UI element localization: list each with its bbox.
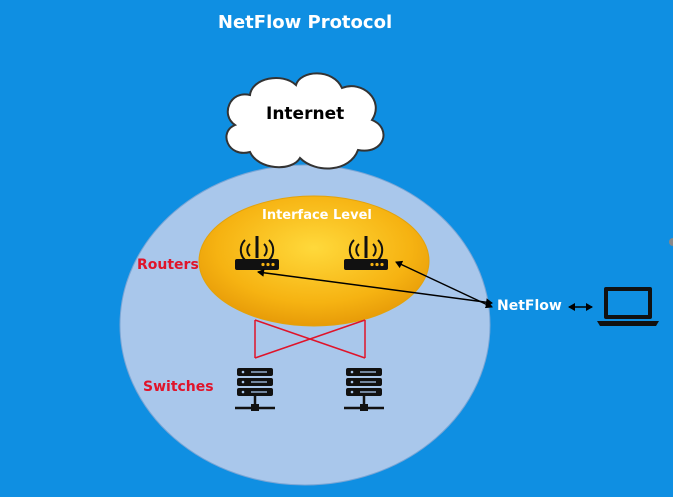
server-icon <box>344 368 384 411</box>
router-icon <box>235 236 279 270</box>
edge-mark <box>669 238 673 246</box>
switches-label: Switches <box>143 379 214 395</box>
interface-level-label: Interface Level <box>262 208 372 223</box>
server-icon <box>235 368 275 411</box>
switch-links <box>254 319 366 359</box>
routers-label: Routers <box>137 257 199 273</box>
diagram-title: NetFlow Protocol <box>217 12 393 33</box>
netflow-arrows <box>257 260 593 311</box>
router-icon <box>344 236 388 270</box>
cloud-icon <box>225 72 385 170</box>
internet-label: Internet <box>266 104 345 124</box>
netflow-label: NetFlow <box>497 298 562 314</box>
laptop-icon <box>597 287 659 326</box>
